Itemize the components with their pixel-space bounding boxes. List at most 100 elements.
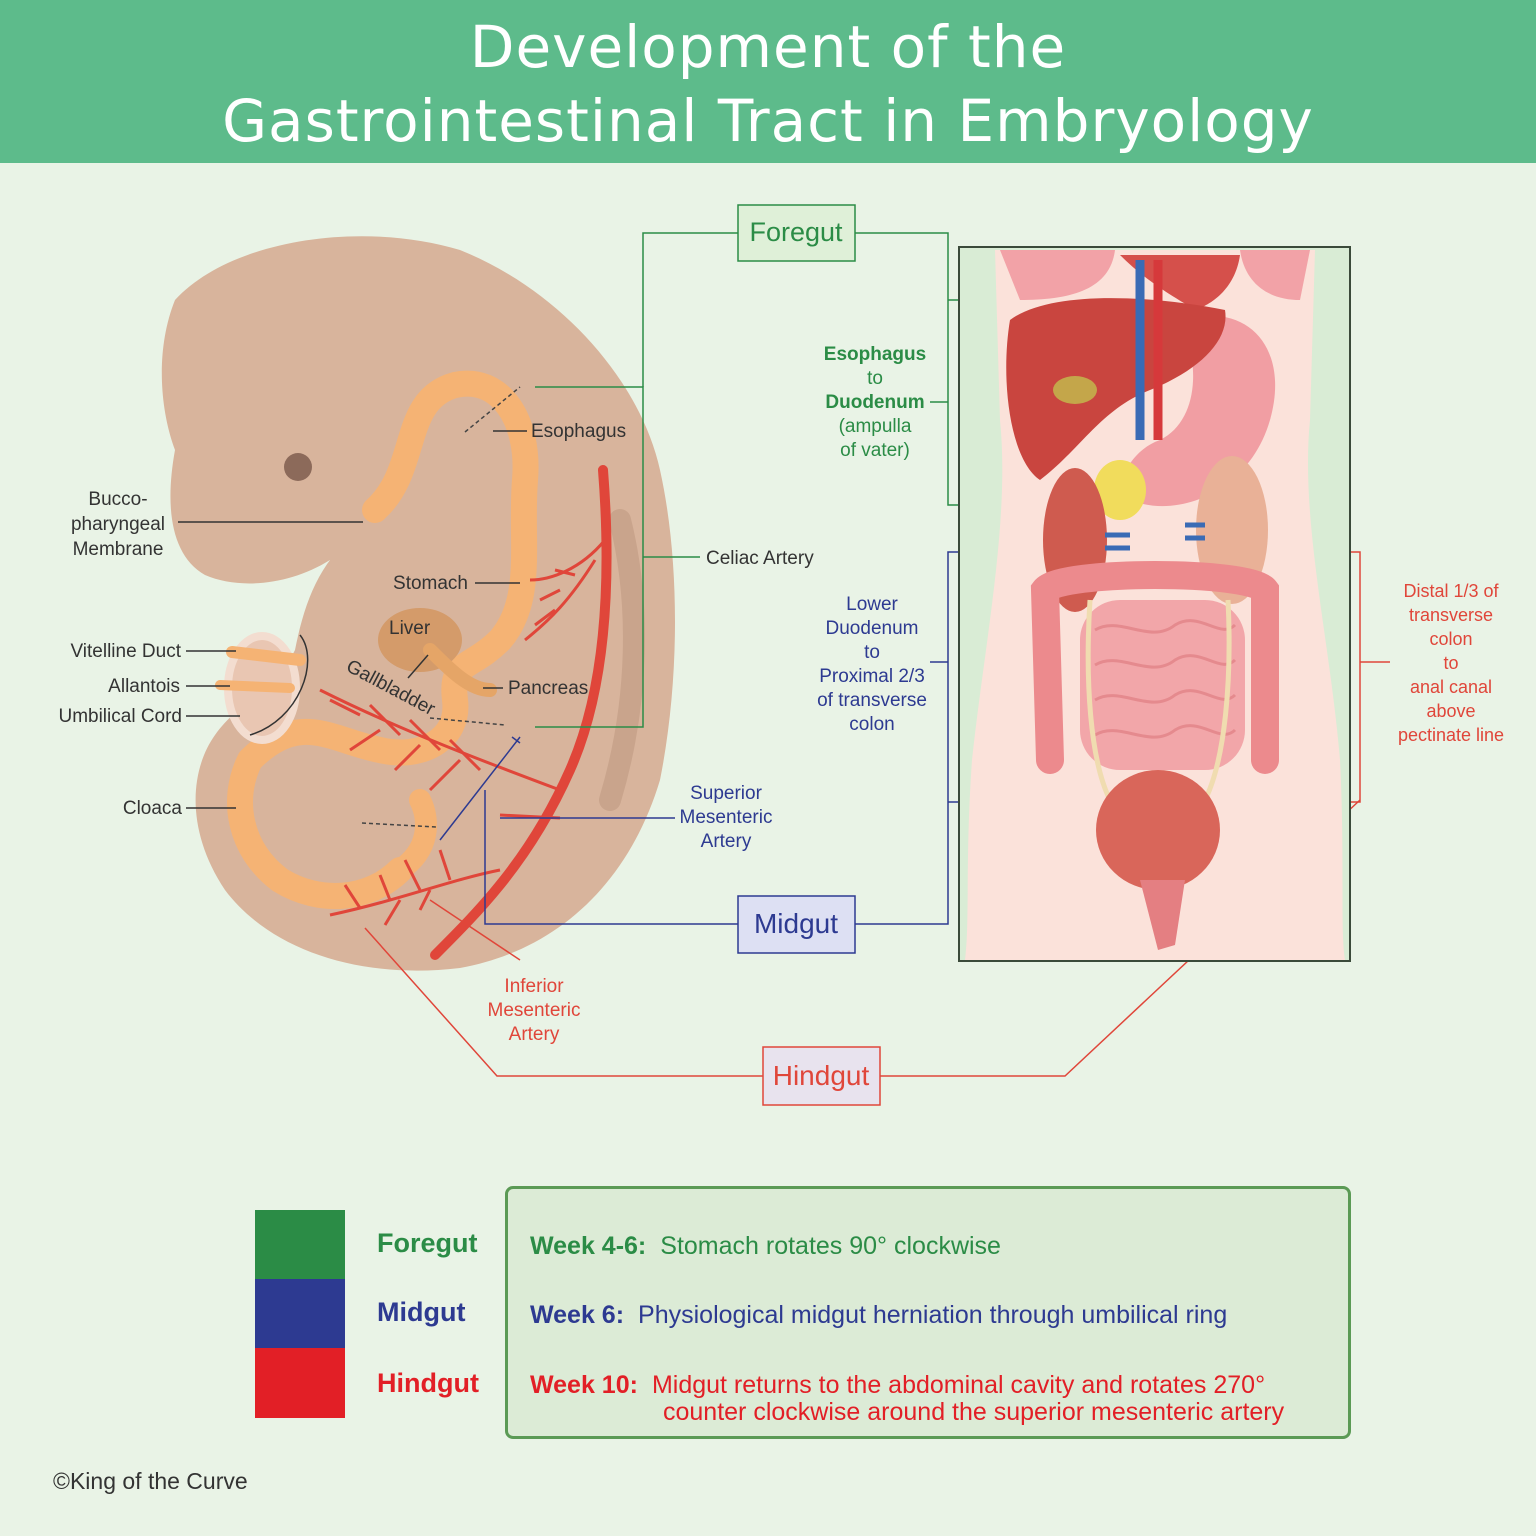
bladder [1096, 770, 1220, 890]
label-sma-1: Superior [690, 783, 762, 804]
label-allantois: Allantois [108, 676, 180, 697]
midgut-desc-1: Lower [846, 594, 898, 615]
midgut-desc-6: colon [849, 714, 894, 735]
legend-label-hindgut: Hindgut [377, 1368, 479, 1398]
foregut-region-text: Esophagus to Duodenum (ampulla of vater) [824, 344, 926, 461]
vitelline-duct [226, 646, 306, 666]
title-line-1: Development of the [469, 13, 1067, 81]
label-pancreas: Pancreas [508, 678, 588, 699]
timeline-week-label: Week 10: [530, 1371, 638, 1399]
ureter-right [1202, 599, 1232, 802]
label-liver: Liver [389, 618, 431, 639]
legend-label-midgut: Midgut [377, 1297, 466, 1327]
label-bucco-2: pharyngeal [71, 514, 165, 535]
umbilical-cord-outline [249, 634, 309, 736]
timeline-row-week10: Week 10: Midgut returns to the abdominal … [530, 1371, 1265, 1400]
foregut-desc-2: to [867, 368, 883, 389]
midgut-region-text: Lower Duodenum to Proximal 2/3 of transv… [817, 594, 927, 735]
label-sma-3: Artery [701, 831, 752, 852]
foregut-desc-1: Esophagus [824, 344, 926, 365]
label-ima-3: Artery [509, 1024, 560, 1045]
sma-branches [319, 688, 561, 820]
timeline-text: Physiological midgut herniation through … [638, 1301, 1228, 1329]
embryo-back-segments [599, 509, 645, 811]
legend-swatch-hindgut [255, 1348, 345, 1418]
legend-swatch-midgut [255, 1279, 345, 1349]
label-ima-1: Inferior [504, 976, 564, 997]
legend-swatch-foregut [255, 1210, 345, 1280]
timeline-week-label: Week 6: [530, 1301, 625, 1329]
allantois-duct [215, 680, 295, 693]
sma-label: Superior Mesenteric Artery [680, 783, 773, 852]
midgut-desc-5: of transverse [817, 690, 927, 711]
ima-label: Inferior Mesenteric Artery [488, 976, 581, 1045]
lung-right [1240, 250, 1310, 300]
timeline-text: Midgut returns to the abdominal cavity a… [651, 1371, 1266, 1399]
colon [1030, 561, 1279, 774]
foregut-desc-4: (ampulla [839, 416, 912, 437]
hindgut-desc-2: transverse [1409, 605, 1493, 625]
divider-mid-hind [361, 822, 438, 828]
heart [1120, 255, 1240, 310]
divider-foregut-top [464, 386, 521, 433]
legend-label-foregut: Foregut [377, 1228, 478, 1258]
midgut-desc-3: to [864, 642, 880, 663]
hindgut-desc-3: colon [1429, 629, 1472, 649]
midgut-box: Midgut [737, 895, 856, 954]
hindgut-box: Hindgut [762, 1046, 881, 1106]
embryo-body [161, 236, 675, 971]
foregut-desc-3: Duodenum [825, 392, 924, 413]
ima-branches [329, 849, 501, 926]
label-bucco-3: Membrane [73, 539, 164, 560]
timeline-box: Week 4-6:Stomach rotates 90° clockwise W… [505, 1186, 1351, 1439]
label-vitelline: Vitelline Duct [70, 641, 181, 662]
timeline-row-week4-6: Week 4-6:Stomach rotates 90° clockwise [530, 1232, 1001, 1261]
hindgut-desc-4: to [1443, 653, 1458, 673]
dorsal-aorta [430, 465, 612, 960]
timeline-text: Stomach rotates 90° clockwise [660, 1232, 1001, 1260]
midgut-desc-2: Duodenum [826, 618, 919, 639]
midgut-box-label: Midgut [754, 908, 838, 939]
embryo-leader-lines [178, 430, 527, 809]
pancreas [1094, 460, 1146, 520]
header-banner: Development of the Gastrointestinal Trac… [0, 0, 1536, 163]
ureter-left [1085, 599, 1113, 802]
divider-fore-mid [429, 717, 506, 726]
lung-left [1000, 250, 1115, 300]
hindgut-desc-7: pectinate line [1398, 725, 1504, 745]
hindgut-desc-5: anal canal [1410, 677, 1492, 697]
hindgut-box-label: Hindgut [773, 1060, 870, 1091]
label-esophagus: Esophagus [531, 421, 626, 442]
label-bucco-1: Bucco- [88, 489, 147, 510]
label-ima-2: Mesenteric [488, 1000, 581, 1021]
small-intestine-coils [1094, 619, 1237, 739]
timeline-text-continued: counter clockwise around the superior me… [663, 1398, 1285, 1426]
adult-anatomy-panel [958, 246, 1351, 962]
gallbladder [1053, 376, 1097, 404]
renal-vessels [1105, 522, 1205, 551]
label-sma-2: Mesenteric [680, 807, 773, 828]
copyright: ©King of the Curve [53, 1468, 248, 1494]
liver [1006, 298, 1226, 480]
hindgut-region-text: Distal 1/3 of transverse colon to anal c… [1398, 581, 1504, 745]
foregut-box: Foregut [737, 204, 856, 262]
midgut-desc-4: Proximal 2/3 [819, 666, 925, 687]
label-cloaca: Cloaca [123, 798, 183, 819]
pancreas-bud [423, 643, 497, 697]
embryo-eye [284, 453, 312, 481]
gut-tube [227, 370, 539, 909]
rectum [1140, 880, 1185, 950]
label-stomach: Stomach [393, 573, 468, 594]
timeline-row-week6: Week 6: Physiological midgut herniation t… [530, 1301, 1227, 1330]
celiac-branches [524, 539, 607, 642]
title-line-2: Gastrointestinal Tract in Embryology [222, 87, 1314, 155]
label-celiac: Celiac Artery [706, 548, 814, 569]
embryo-illustration [161, 236, 675, 971]
timeline-row-week10-cont: counter clockwise around the superior me… [663, 1398, 1284, 1427]
label-umbilical: Umbilical Cord [58, 706, 182, 727]
foregut-box-label: Foregut [749, 217, 843, 247]
foregut-desc-5: of vater) [840, 440, 910, 461]
hindgut-desc-1: Distal 1/3 of [1403, 581, 1499, 601]
hindgut-desc-6: above [1426, 701, 1475, 721]
